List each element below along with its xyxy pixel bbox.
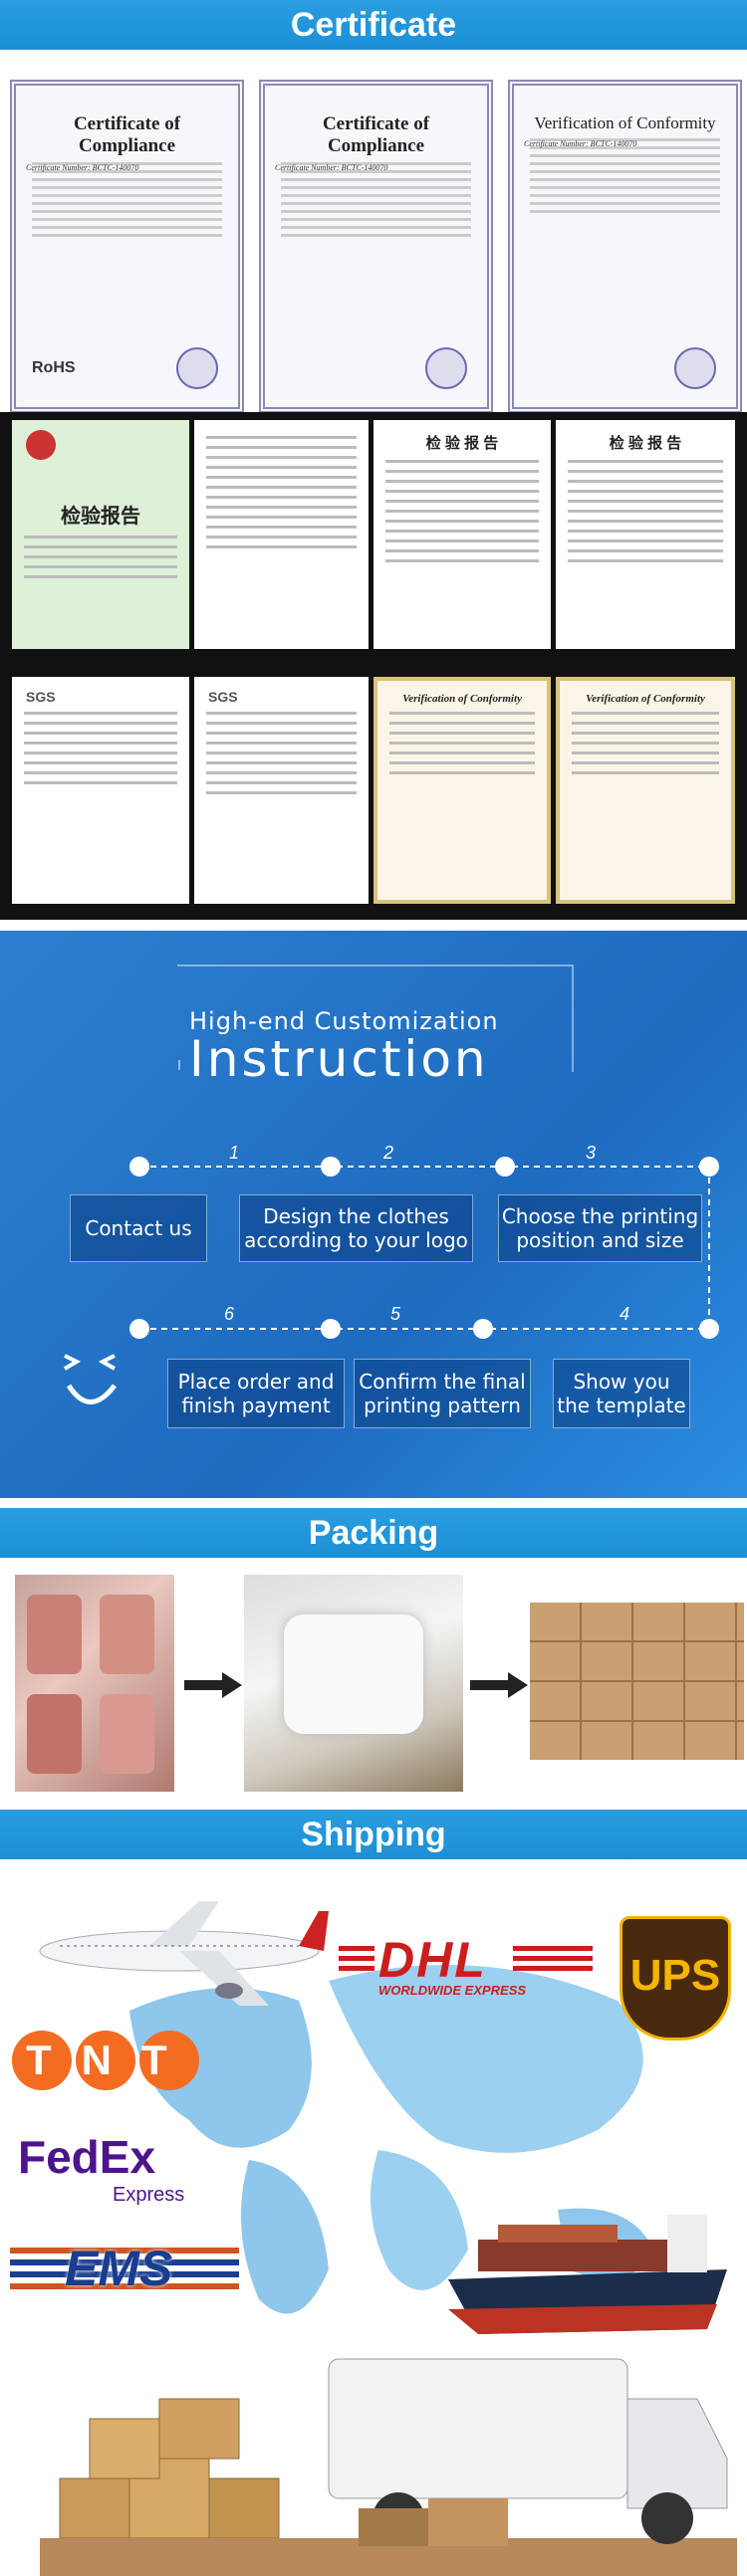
world-map <box>129 1965 657 2314</box>
certificate-title: Verification of Conformity <box>534 113 716 132</box>
airplane-icon <box>39 1901 329 2006</box>
report-title: 检验报告 <box>61 506 140 528</box>
step-design-clothes: Design the clothes according to your log… <box>239 1194 473 1262</box>
packing-photo-bags <box>244 1575 463 1792</box>
timeline-dot <box>321 1319 341 1339</box>
dhl-text: DHL <box>378 1932 487 1988</box>
step-contact-us: Contact us <box>70 1194 207 1262</box>
timeline-dot <box>129 1319 149 1339</box>
packing-photo-boxes <box>530 1603 744 1760</box>
report-doc-2 <box>194 420 369 649</box>
logo-icon <box>26 430 56 460</box>
report-title: 检 验 报 告 <box>609 435 682 452</box>
sgs-doc-2: SGS <box>194 677 369 904</box>
ups-logo: UPS <box>620 1916 731 2040</box>
dhl-subtitle: WORLDWIDE EXPRESS <box>378 1983 527 1998</box>
tnt-logo: TNT <box>12 2031 201 2100</box>
cargo-ship-icon <box>448 2215 727 2334</box>
step-number: 1 <box>229 1143 240 1163</box>
report-title: 检 验 报 告 <box>425 435 499 452</box>
certificate-card-2: Certificate of Compliance Certificate Nu… <box>259 80 493 413</box>
step-choose-position: Choose the printing position and size <box>498 1194 702 1262</box>
report-doc-3: 检 验 报 告 <box>374 420 551 649</box>
sgs-doc-1: SGS <box>12 677 189 904</box>
fedex-text: FedEx <box>18 2131 156 2183</box>
certificate-card-1: Certificate of Compliance Certificate Nu… <box>10 80 244 413</box>
report-doc-4: 检 验 报 告 <box>556 420 735 649</box>
step-show-template: Show you the template <box>553 1359 690 1428</box>
timeline-dot <box>473 1319 493 1339</box>
instruction-frame <box>139 965 710 1330</box>
step-number: 5 <box>390 1304 401 1324</box>
seal-icon <box>176 347 218 389</box>
certificate-card-3: Verification of Conformity Certificate N… <box>508 80 742 413</box>
seal-icon <box>674 347 716 389</box>
certificate-banner: Certificate <box>0 0 747 50</box>
step-number: 2 <box>383 1143 394 1163</box>
certificate-title: Certificate of Compliance <box>73 113 181 156</box>
shipping-banner: Shipping <box>0 1810 747 1859</box>
sgs-logo: SGS <box>208 689 238 705</box>
step-number: 4 <box>620 1304 630 1324</box>
fedex-logo: FedEx Express <box>18 2130 217 2210</box>
certificate-number: Certificate Number: BCTC-140070 <box>524 139 637 148</box>
conformity-doc-1: Verification of Conformity <box>374 677 551 904</box>
boxes-and-truck <box>40 2358 737 2576</box>
seal-icon <box>425 347 467 389</box>
step-number: 6 <box>224 1304 235 1324</box>
arrow-right-icon <box>470 1672 528 1698</box>
sgs-logo: SGS <box>26 689 56 705</box>
timeline-dot <box>495 1157 515 1177</box>
ems-text: EMS <box>65 2241 173 2296</box>
conformity-title: Verification of Conformity <box>586 693 705 705</box>
certificate-number: Certificate Number: BCTC-140070 <box>26 163 139 172</box>
dhl-logo: DHL WORLDWIDE EXPRESS <box>339 1931 598 2001</box>
fedex-ex-accent <box>108 2130 155 2186</box>
rohs-mark: RoHS <box>32 359 76 376</box>
report-doc-1: 检验报告 <box>12 420 189 649</box>
packing-banner: Packing <box>0 1508 747 1558</box>
certificate-number: Certificate Number: BCTC-140070 <box>275 163 388 172</box>
certificate-title: Certificate of Compliance <box>322 113 430 156</box>
timeline-dot <box>129 1157 149 1177</box>
timeline-dot <box>699 1157 719 1177</box>
ups-text: UPS <box>629 1951 721 2000</box>
arrow-right-icon <box>184 1672 242 1698</box>
fedex-subtitle: Express <box>113 2184 185 2206</box>
packing-photo-patches <box>15 1575 174 1792</box>
timeline-dot <box>321 1157 341 1177</box>
tnt-text: TNT <box>26 2037 197 2083</box>
timeline-dot <box>699 1319 719 1339</box>
conformity-doc-2: Verification of Conformity <box>556 677 735 904</box>
smile-icon <box>63 1354 117 1404</box>
step-place-order: Place order and finish payment <box>167 1359 345 1428</box>
step-confirm-pattern: Confirm the final printing pattern <box>354 1359 531 1428</box>
ems-logo: EMS <box>10 2240 239 2309</box>
conformity-title: Verification of Conformity <box>402 693 522 705</box>
instruction-subtitle: High-end Customization <box>189 1007 499 1035</box>
instruction-title: Instruction <box>189 1030 489 1088</box>
step-number: 3 <box>586 1143 597 1163</box>
